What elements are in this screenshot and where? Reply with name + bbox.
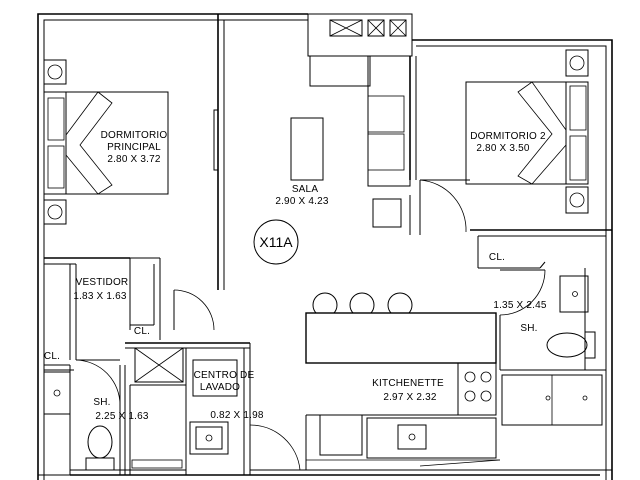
label-bath-right: SH. xyxy=(520,323,537,334)
interior-walls xyxy=(44,14,612,476)
dims-master-bedroom: 2.80 X 3.72 xyxy=(107,154,161,165)
label-bedroom-2: DORMITORIO 2 xyxy=(470,131,546,142)
right-bath-fixtures xyxy=(499,268,606,426)
unit-tag-circle xyxy=(253,219,299,265)
label-closet-vestidor: CL. xyxy=(134,326,150,337)
master-bed xyxy=(43,59,169,225)
ventilation-unit xyxy=(307,13,413,57)
dims-bath-left: 2.25 X 1.63 xyxy=(95,411,149,422)
unit-tag: X11A xyxy=(259,234,293,250)
dims-bath-right: 1.35 X 2.45 xyxy=(493,300,547,311)
label-closet-right: CL. xyxy=(489,252,505,263)
label-vestidor: VESTIDOR xyxy=(76,277,129,288)
label-closet-left: CL. xyxy=(44,351,60,362)
left-bath-fixtures xyxy=(43,371,183,471)
dims-sala: 2.90 X 4.23 xyxy=(275,196,329,207)
label-sala: SALA xyxy=(292,184,319,195)
dims-laundry: 0.82 X 1.98 xyxy=(210,410,264,421)
dims-vestidor: 1.83 X 1.63 xyxy=(73,291,127,302)
living-furniture xyxy=(290,55,411,228)
doors xyxy=(75,179,546,475)
label-bath-left: SH. xyxy=(93,397,110,408)
label-master-bedroom-2: PRINCIPAL xyxy=(107,142,161,153)
kitchen-counter xyxy=(305,292,501,470)
second-bed xyxy=(465,49,589,214)
dims-kitchenette: 2.97 X 2.32 xyxy=(383,392,437,403)
dims-bedroom-2: 2.80 X 3.50 xyxy=(476,143,530,154)
label-laundry-1: CENTRO DE xyxy=(194,370,255,381)
label-laundry-2: LAVADO xyxy=(200,382,240,393)
label-kitchenette: KITCHENETTE xyxy=(372,378,444,389)
label-master-bedroom-1: DORMITORIO xyxy=(101,130,168,141)
